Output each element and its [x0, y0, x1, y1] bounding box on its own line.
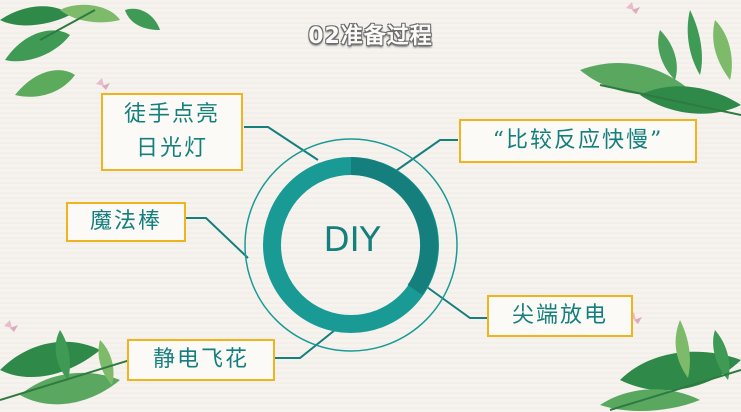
page-title: 02准备过程: [308, 24, 433, 49]
outer-ring: [244, 138, 458, 352]
box-reaction: “比较反应快慢”: [459, 119, 697, 163]
box-lamp-line2: 日光灯: [135, 136, 208, 161]
box-flower: 静电飞花: [127, 339, 275, 381]
box-lamp: 徒手点亮 日光灯: [101, 93, 243, 171]
box-tip-label: 尖端放电: [511, 303, 608, 328]
butterfly-icon: [96, 78, 110, 90]
leaf-decoration-icon: [600, 320, 741, 412]
center-label: DIY: [323, 220, 381, 260]
leaf-decoration-icon: [0, 330, 131, 405]
box-wand: 魔法棒: [66, 202, 186, 242]
ring-accent: [350, 157, 439, 296]
box-flower-label: 静电飞花: [152, 347, 249, 372]
box-wand-label: 魔法棒: [89, 209, 162, 234]
box-reaction-label: “比较反应快慢”: [492, 128, 664, 153]
box-tip: 尖端放电: [487, 295, 633, 337]
butterfly-icon: [4, 320, 18, 332]
box-lamp-line1: 徒手点亮: [123, 102, 220, 127]
butterfly-icon: [626, 2, 640, 14]
leaf-decoration-icon: [0, 4, 160, 97]
leaf-decoration-icon: [580, 10, 741, 116]
connector-lines: [186, 126, 488, 359]
